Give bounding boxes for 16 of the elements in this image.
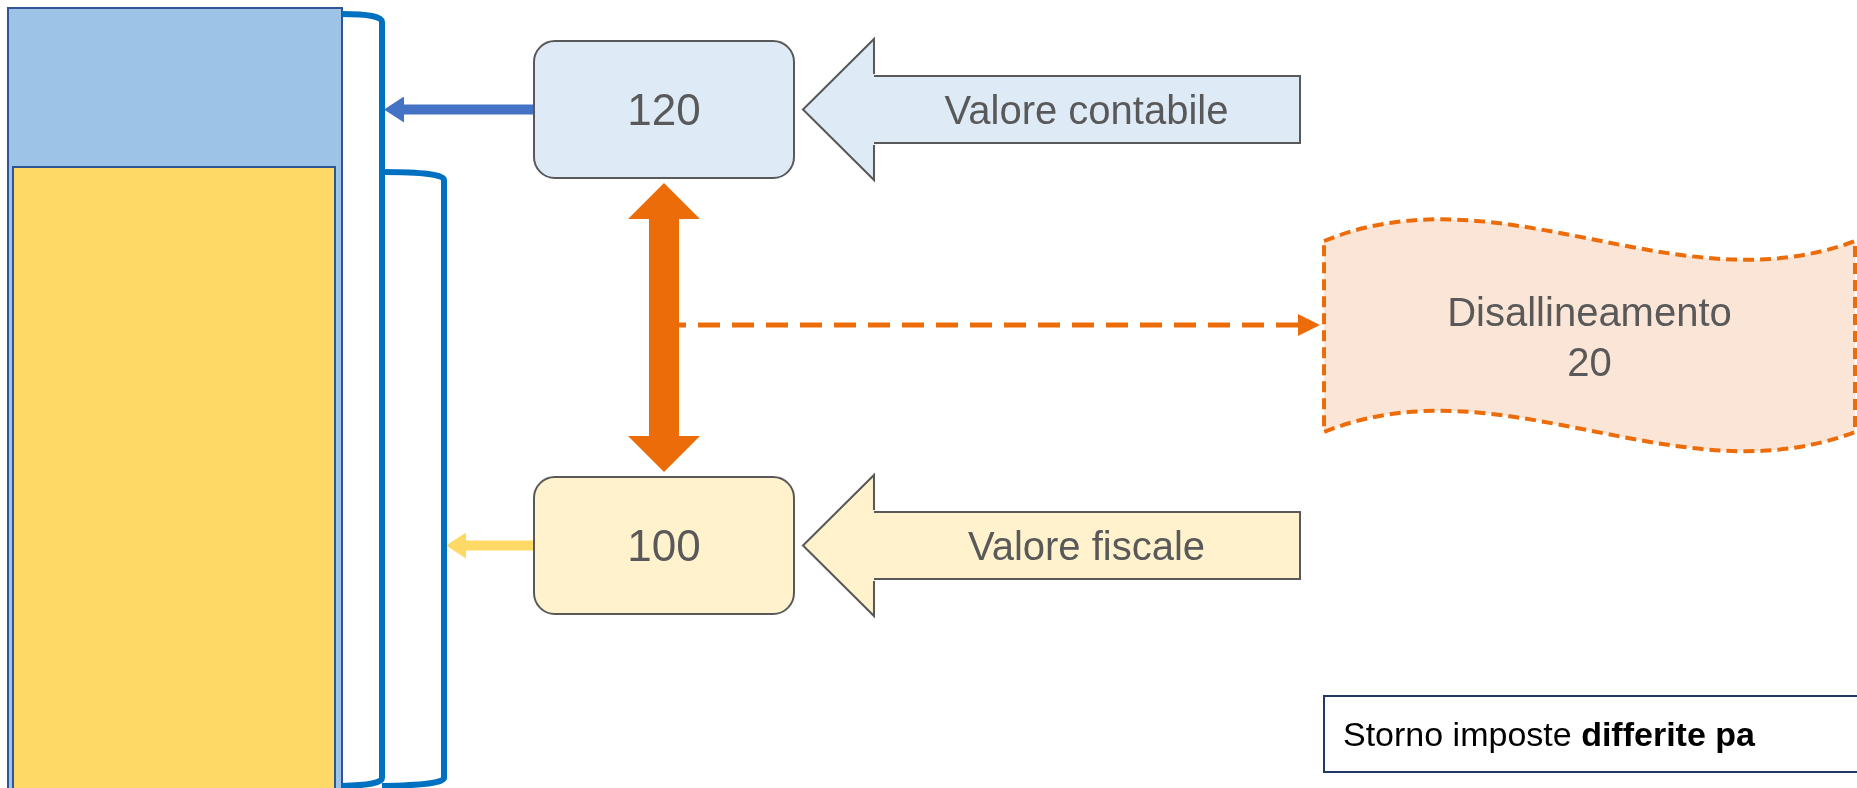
arrow: [628, 183, 700, 472]
note-box: [1323, 695, 1857, 773]
node-text: Storno imposte differite pa: [1343, 713, 1755, 755]
value-box: [533, 476, 795, 615]
node-text: Disallineamento 20: [1446, 288, 1733, 386]
arrow: [384, 96, 533, 123]
node-text: 120: [627, 84, 701, 136]
bar-segment: [7, 7, 447, 788]
arrow-body-box: [874, 511, 1301, 580]
node-text: Valore fiscale: [967, 522, 1206, 570]
node-text: Valore contabile: [944, 86, 1229, 134]
arrow-body-box: [874, 75, 1301, 144]
bar-segment: [12, 166, 447, 788]
value-box: [533, 40, 795, 179]
node-text: 100: [627, 520, 701, 572]
arrow: [446, 532, 533, 559]
